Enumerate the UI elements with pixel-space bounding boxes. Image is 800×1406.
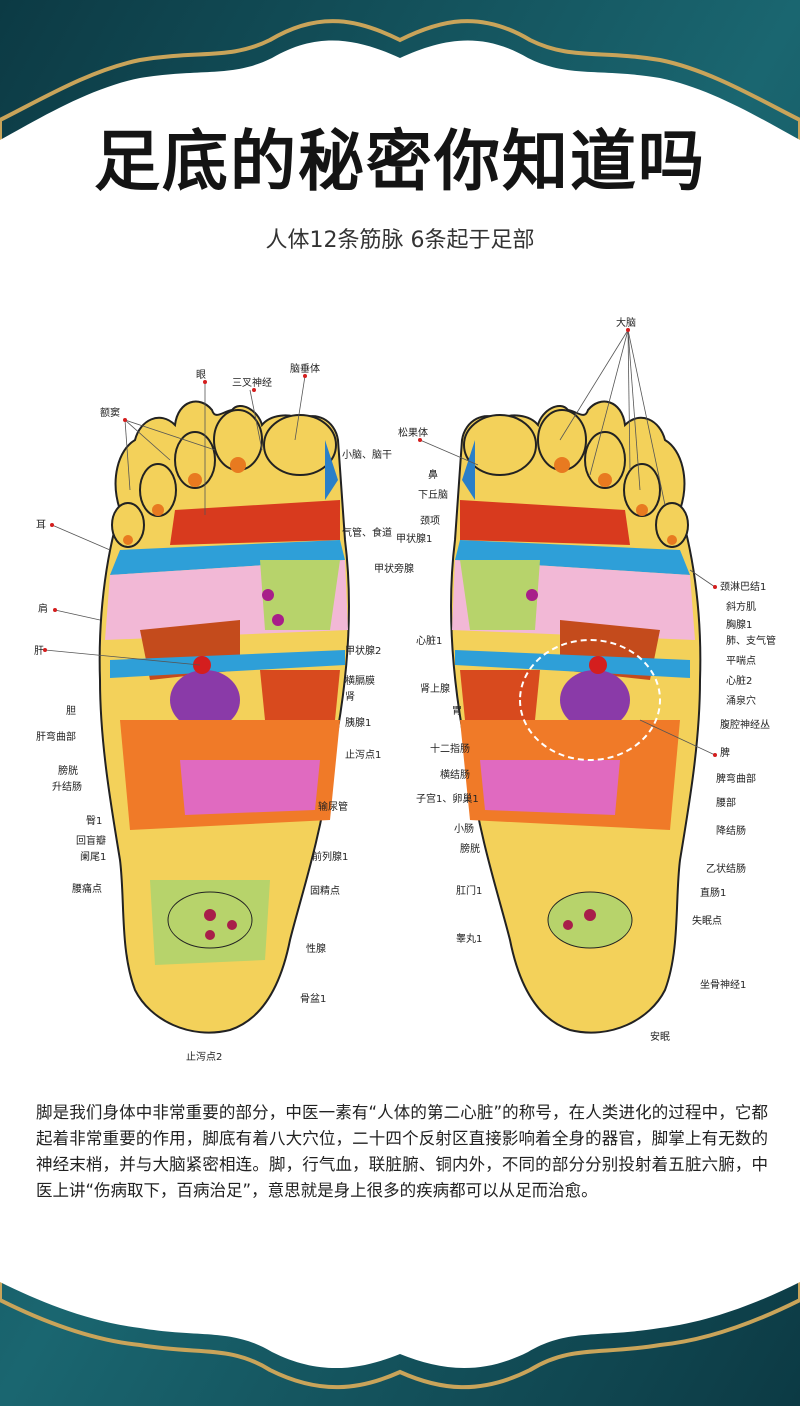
- label-bladder-right: 膀胱: [460, 842, 480, 855]
- label-pineal: 松果体: [398, 426, 428, 439]
- label-brain: 大脑: [616, 316, 636, 329]
- label-yongquan: 涌泉穴: [726, 694, 756, 707]
- label-bladder: 膀胱: [58, 764, 78, 777]
- label-anmian: 安眠: [650, 1030, 670, 1043]
- label-jing-point: 固精点: [310, 884, 340, 897]
- label-lymph: 颈淋巴结1: [720, 580, 766, 593]
- label-sigmoid: 乙状结肠: [706, 862, 746, 875]
- label-lung: 肺、支气管: [726, 634, 776, 647]
- label-trapezius: 斜方肌: [726, 600, 756, 613]
- label-ascending-colon: 升结肠: [52, 780, 82, 793]
- left-labels: 眼 三叉神经 脑垂体 额窦 小脑、脑干 耳 气管、食道 肩 肝 甲状腺2 横膈膜…: [34, 362, 392, 1063]
- label-neck: 颈项: [420, 515, 440, 527]
- label-liver: 肝: [34, 645, 44, 657]
- label-hepatic-flexure: 肝弯曲部: [36, 730, 76, 743]
- label-trachea: 气管、食道: [342, 526, 392, 539]
- label-sciatic: 坐骨神经1: [700, 978, 746, 991]
- content-panel: [0, 40, 800, 1369]
- label-pituitary: 脑垂体: [290, 362, 320, 375]
- label-asthma: 平喘点: [726, 654, 756, 667]
- label-chest: 胸腺1: [726, 618, 752, 631]
- label-uterus: 子宫1、卵巢1: [416, 792, 479, 805]
- label-thyroid-1: 甲状腺1: [396, 532, 432, 545]
- label-nose: 鼻: [428, 468, 438, 481]
- label-duodenum: 十二指肠: [430, 742, 470, 755]
- label-stop-diarrhea-1: 止泻点1: [345, 748, 381, 761]
- label-small-intestine: 小肠: [454, 823, 474, 835]
- page-subtitle: 人体12条筋脉 6条起于足部: [265, 228, 535, 253]
- label-anus: 肛门1: [456, 884, 482, 897]
- label-trigeminal: 三叉神经: [232, 376, 272, 389]
- label-shoulder: 肩: [38, 602, 48, 615]
- label-pelvis: 骨盆1: [300, 992, 326, 1005]
- label-hip: 臀1: [86, 815, 102, 827]
- label-ear: 耳: [36, 519, 46, 531]
- label-waist: 腰部: [716, 796, 736, 809]
- left-foot: [98, 400, 350, 1034]
- label-testis: 睾丸1: [456, 932, 482, 945]
- label-prostate: 前列腺1: [312, 850, 348, 863]
- label-ureter: 输尿管: [318, 800, 348, 813]
- label-gallbladder: 胆: [66, 705, 76, 717]
- label-transverse-colon: 横结肠: [440, 768, 470, 781]
- label-markers: [43, 328, 717, 757]
- description-paragraph: 脚是我们身体中非常重要的部分，中医一素有“人体的第二心脏”的称号，在人类进化的过…: [36, 1103, 768, 1200]
- label-cerebellum: 小脑、脑干: [342, 448, 392, 461]
- label-gonad: 性腺: [306, 942, 326, 955]
- label-diaphragm: 横膈膜: [345, 674, 375, 687]
- label-sinus: 额窦: [100, 406, 120, 419]
- label-eye: 眼: [196, 369, 206, 381]
- label-rectum: 直肠1: [700, 886, 726, 899]
- label-kidney: 肾: [345, 691, 355, 703]
- label-stomach: 胃: [452, 705, 462, 717]
- label-ileocecal: 回盲瓣: [76, 834, 106, 847]
- page-title: 足底的秘密你知道吗: [94, 123, 706, 200]
- label-lumbago: 腰痛点: [72, 882, 102, 895]
- foot-reflexology-diagram: 眼 三叉神经 脑垂体 额窦 小脑、脑干 耳 气管、食道 肩 肝 甲状腺2 横膈膜…: [34, 316, 776, 1063]
- label-splenic-flexure: 脾弯曲部: [716, 772, 756, 785]
- label-heart-2: 心脏2: [726, 674, 752, 687]
- label-appendix: 阑尾1: [80, 850, 106, 863]
- label-descending-colon: 降结肠: [716, 824, 746, 837]
- label-thyroid: 甲状腺2: [345, 644, 381, 657]
- label-stop-diarrhea-2: 止泻点2: [186, 1050, 222, 1063]
- label-spleen: 脾: [720, 746, 730, 759]
- label-celiac: 腹腔神经丛: [720, 718, 770, 731]
- label-insomnia: 失眠点: [692, 914, 722, 927]
- right-foot: [450, 400, 702, 1034]
- label-pancreas: 胰腺1: [345, 716, 371, 729]
- label-heart: 心脏1: [416, 634, 442, 647]
- right-labels: 大脑 松果体 鼻 下丘脑 颈项 甲状腺1 甲状旁腺 心脏1 肾上腺 胃 十二指肠…: [374, 316, 776, 1043]
- label-adrenal: 肾上腺: [420, 682, 450, 695]
- leader-lines: [44, 329, 716, 756]
- label-hypothalamus: 下丘脑: [418, 488, 448, 501]
- label-parathyroid: 甲状旁腺: [374, 562, 414, 575]
